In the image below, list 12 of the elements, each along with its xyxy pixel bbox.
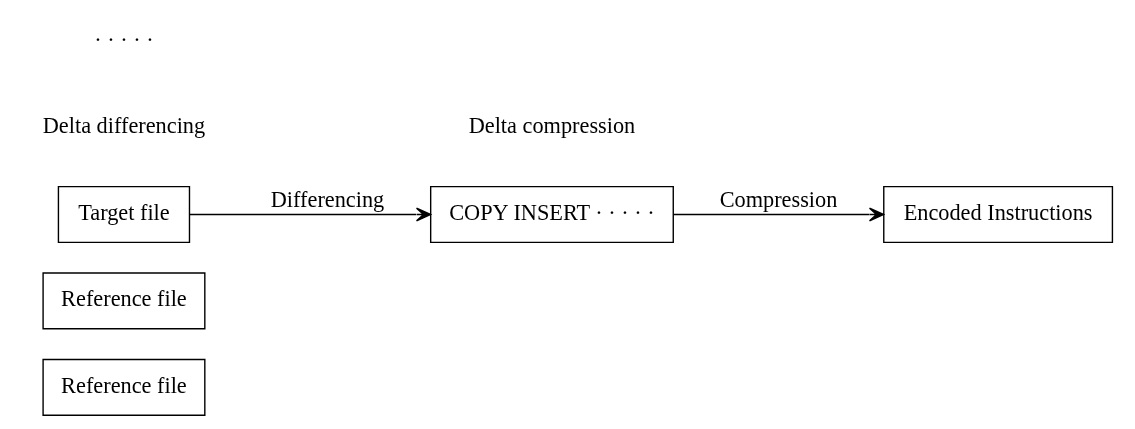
edge-label: Compression bbox=[719, 187, 837, 213]
node-box: Reference file bbox=[41, 358, 205, 416]
label: Delta differencing bbox=[42, 113, 205, 139]
edge-label: Differencing bbox=[270, 187, 384, 213]
arrow bbox=[672, 207, 884, 222]
label: Delta compression bbox=[468, 113, 635, 139]
label: · · · · · bbox=[93, 26, 154, 52]
node-box: Target file bbox=[57, 185, 190, 244]
node-box: Reference file bbox=[41, 272, 205, 330]
node-box: COPY INSERT · · · · · bbox=[429, 185, 674, 244]
arrow bbox=[188, 207, 431, 222]
node-box: Encoded Instructions bbox=[882, 185, 1113, 244]
